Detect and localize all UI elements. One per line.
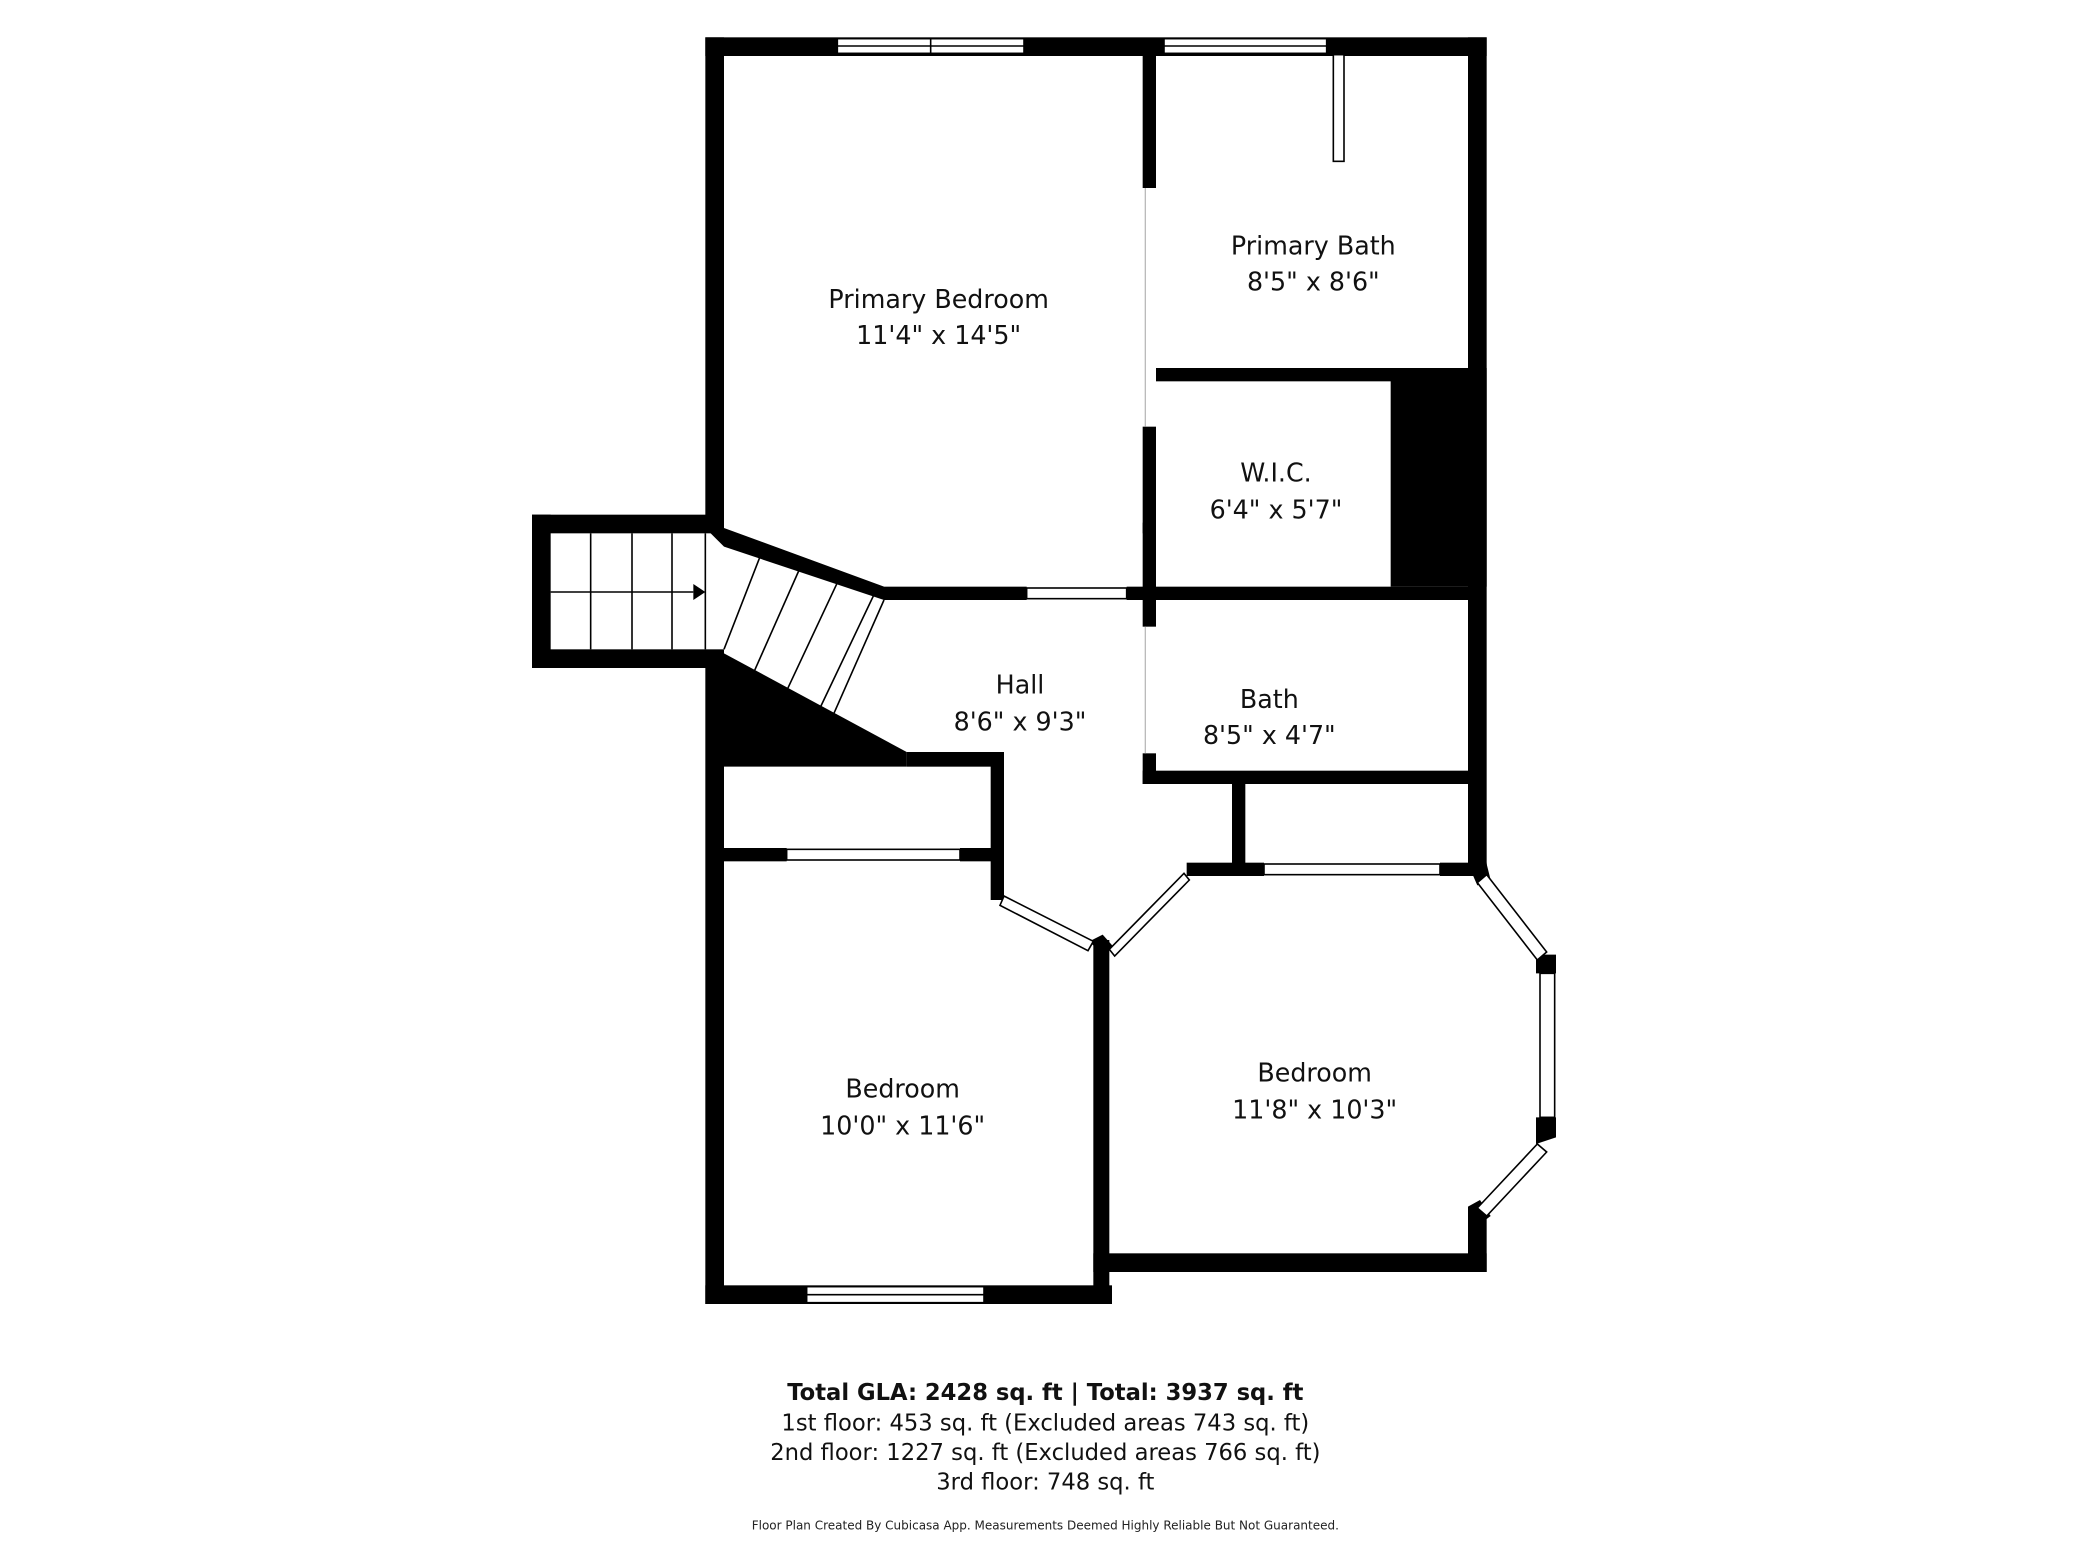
room-name-bath: Bath bbox=[1240, 684, 1299, 714]
room-size-bedroom-left: 10'0" x 11'6" bbox=[820, 1111, 985, 1141]
room-size-wic: 6'4" x 5'7" bbox=[1210, 495, 1343, 525]
room-name-wic: W.I.C. bbox=[1240, 457, 1311, 487]
room-size-hall: 8'6" x 9'3" bbox=[954, 707, 1087, 737]
walls bbox=[532, 37, 1556, 1304]
floor1-area: 1st floor: 453 sq. ft (Excluded areas 74… bbox=[781, 1411, 1309, 1437]
room-name-bedroom-right: Bedroom bbox=[1257, 1057, 1372, 1087]
room-name-primary-bath: Primary Bath bbox=[1231, 231, 1396, 261]
room-name-hall: Hall bbox=[996, 669, 1045, 699]
area-summary: Total GLA: 2428 sq. ft | Total: 3937 sq.… bbox=[752, 1380, 1339, 1532]
floor3-area: 3rd floor: 748 sq. ft bbox=[936, 1469, 1154, 1495]
credit-note: Floor Plan Created By Cubicasa App. Meas… bbox=[752, 1518, 1339, 1532]
room-labels: Primary Bedroom 11'4" x 14'5" Primary Ba… bbox=[820, 231, 1397, 1141]
room-size-bedroom-right: 11'8" x 10'3" bbox=[1232, 1095, 1397, 1125]
room-size-primary-bedroom: 11'4" x 14'5" bbox=[856, 320, 1021, 350]
room-size-primary-bath: 8'5" x 8'6" bbox=[1247, 267, 1380, 297]
room-size-bath: 8'5" x 4'7" bbox=[1203, 720, 1336, 750]
room-name-primary-bedroom: Primary Bedroom bbox=[828, 284, 1048, 314]
total-area: Total GLA: 2428 sq. ft | Total: 3937 sq.… bbox=[787, 1380, 1303, 1406]
stair-arrow-icon bbox=[693, 584, 706, 600]
staircase bbox=[550, 533, 885, 715]
windows bbox=[785, 37, 1556, 1304]
room-name-bedroom-left: Bedroom bbox=[845, 1073, 960, 1103]
floor2-area: 2nd floor: 1227 sq. ft (Excluded areas 7… bbox=[770, 1440, 1320, 1466]
